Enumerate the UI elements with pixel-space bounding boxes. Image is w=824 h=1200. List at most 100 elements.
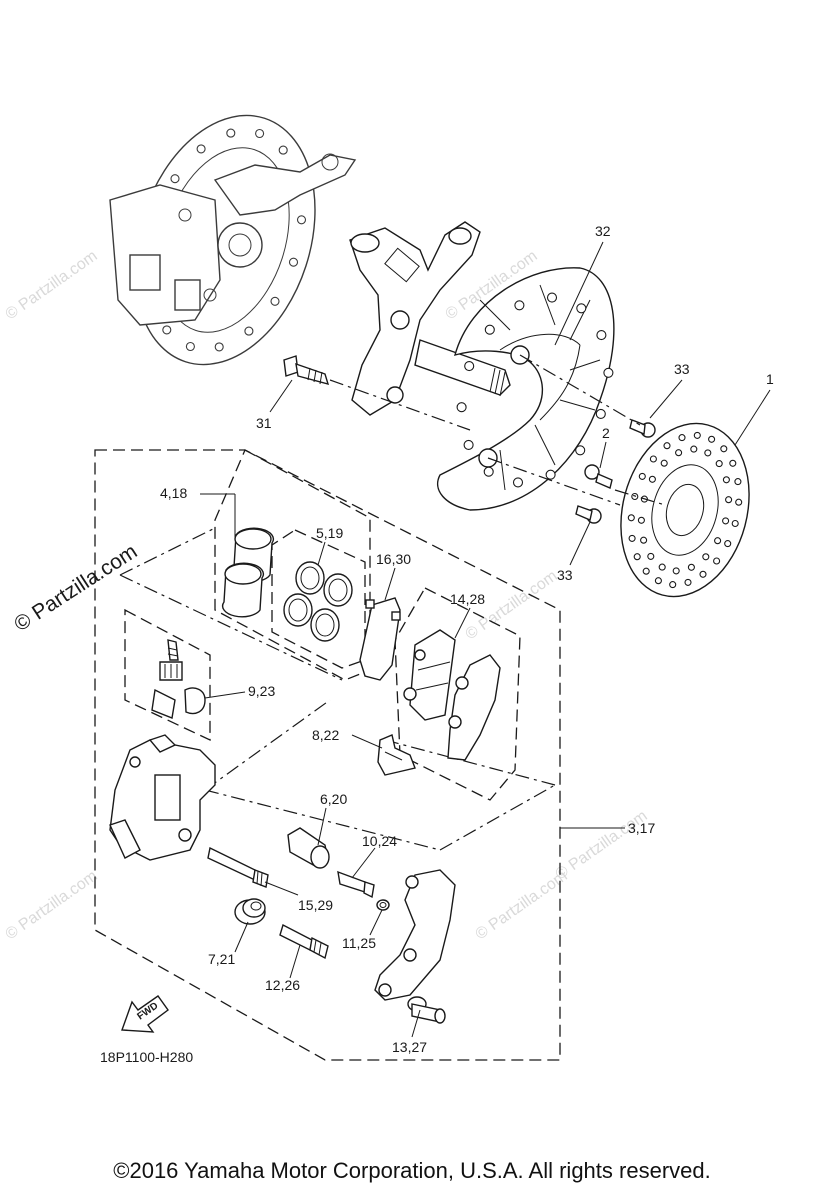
- seal-kit-outline: [271, 529, 366, 669]
- disc-hole: [734, 478, 742, 486]
- disc-hole: [649, 455, 657, 463]
- callout-13-27: 13,27: [392, 1039, 427, 1055]
- disc-hole: [576, 303, 587, 314]
- disc-hole: [296, 215, 307, 225]
- watermark: © Partzilla.com: [473, 868, 571, 944]
- disc-hole: [595, 408, 606, 419]
- disc-hole: [704, 449, 712, 457]
- brake-pad-inner: [409, 629, 456, 721]
- knuckle-body: [349, 221, 481, 416]
- steering-knuckle: [349, 221, 511, 416]
- disc-hole: [684, 578, 692, 586]
- callout-4-18: 4,18: [160, 485, 187, 501]
- disc-hole: [214, 342, 224, 352]
- disc-hole: [288, 257, 299, 267]
- disc-hole: [658, 563, 666, 571]
- disc-hole: [702, 553, 710, 561]
- bleeder-kit-outline: [124, 608, 211, 742]
- disc-hole: [714, 537, 722, 545]
- disc-hole: [693, 431, 701, 439]
- assembled-view: [109, 114, 357, 366]
- disc-hole: [185, 341, 195, 352]
- disc-hole: [484, 324, 495, 335]
- callout-3-17: 3,17: [628, 820, 655, 836]
- bolt-2: [584, 464, 613, 489]
- callout-1: 1: [766, 371, 774, 387]
- brake-pad-outer: [447, 654, 501, 761]
- assembled-knuckle-arm: [213, 154, 357, 216]
- bolt-33-lower: [575, 505, 602, 524]
- disc-hole: [640, 536, 648, 544]
- disc-hole: [628, 534, 636, 542]
- disc-hole: [633, 553, 641, 561]
- callout-16-30: 16,30: [376, 551, 411, 567]
- disc-hole: [226, 128, 236, 138]
- disc-hole: [637, 516, 645, 524]
- disc-hole: [722, 476, 730, 484]
- disc-hole: [170, 174, 180, 184]
- pistons: [221, 527, 275, 618]
- slide-boot-6: [287, 827, 330, 869]
- callout-15-29: 15,29: [298, 897, 333, 913]
- disc-hole: [603, 367, 614, 378]
- callout-14-28: 14,28: [450, 591, 485, 607]
- bolt-10: [337, 870, 375, 899]
- disc-hole: [690, 445, 698, 453]
- brake-disc: [620, 422, 750, 598]
- bolt-31: [283, 355, 330, 385]
- pad-shim: [359, 597, 401, 681]
- disc-hole: [162, 325, 172, 335]
- disc-hole: [464, 361, 475, 372]
- disc-hole: [278, 145, 288, 155]
- disc-hole: [642, 567, 650, 575]
- disc-hole: [244, 326, 254, 336]
- disc-hole: [672, 567, 680, 575]
- assembled-hub: [217, 222, 263, 268]
- disc-hole: [512, 477, 524, 488]
- brake-disc-outer: [620, 422, 750, 598]
- disc-hole: [545, 469, 556, 480]
- disc-hole: [596, 330, 607, 341]
- callout-2: 2: [602, 425, 610, 441]
- centerlines: [329, 354, 666, 506]
- disc-hole: [713, 557, 721, 565]
- caliper-bracket: [374, 869, 456, 1001]
- callout-labels: 32 1 33 2 33 31 4,18 5,19 16,30 14,28 9,…: [100, 223, 774, 1065]
- kit-outlines: [94, 449, 561, 1061]
- knuckle-spindle: [414, 339, 511, 396]
- disc-hole: [663, 442, 671, 450]
- disc-hole: [735, 498, 743, 506]
- o-ring-11: [376, 899, 390, 911]
- seals: [283, 561, 353, 642]
- disc-hole: [255, 128, 265, 139]
- disc-guard-holes: [456, 292, 614, 488]
- callout-11-25: 11,25: [342, 935, 376, 951]
- disc-hole: [699, 570, 707, 578]
- brake-pads: [403, 629, 501, 761]
- disc-guard-plate: [437, 267, 615, 511]
- disc-hole: [675, 449, 683, 457]
- pin-12: [279, 923, 329, 960]
- disc-hole: [575, 445, 586, 456]
- callout-6-20: 6,20: [320, 791, 347, 807]
- callout-33-lower: 33: [557, 567, 573, 583]
- disc-hole: [715, 460, 723, 468]
- diagram-code: 18P1100-H280: [100, 1049, 193, 1065]
- callout-10-24: 10,24: [362, 833, 397, 849]
- assembled-caliper: [109, 184, 221, 326]
- disc-hole: [456, 402, 467, 413]
- disc-hole: [627, 514, 635, 522]
- disc-hole: [196, 144, 206, 154]
- disc-hole: [654, 577, 662, 585]
- disc-hole: [648, 475, 656, 483]
- caliper-body: [109, 734, 216, 861]
- callout-8-22: 8,22: [312, 727, 339, 743]
- watermark: © Partzilla.com: [553, 808, 651, 884]
- bleeder-cap: [184, 687, 206, 715]
- bolt-33-upper: [629, 419, 656, 438]
- pad-spring: [377, 734, 416, 776]
- bleeder-screw: [151, 639, 206, 719]
- disc-hole: [708, 435, 716, 443]
- forward-arrow-icon: FWD: [121, 995, 169, 1033]
